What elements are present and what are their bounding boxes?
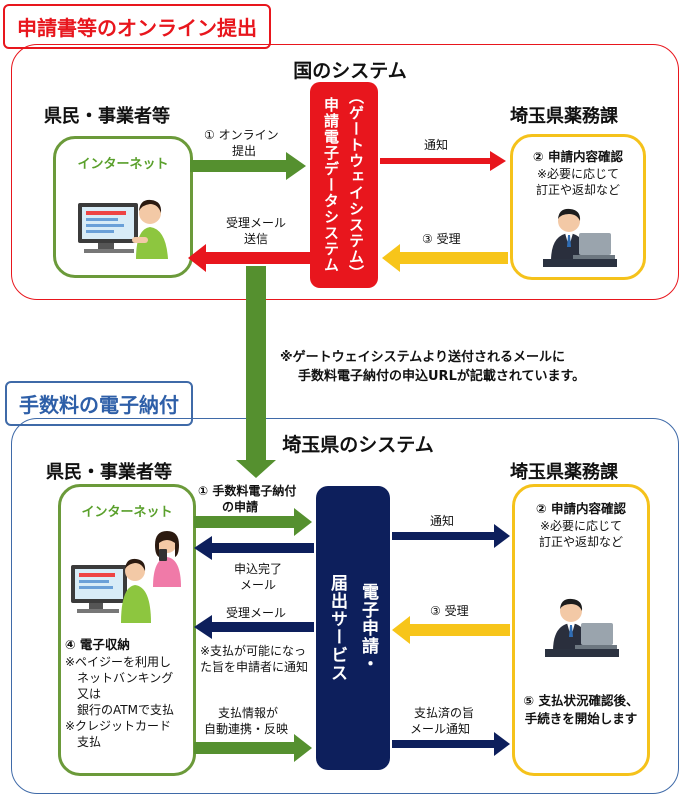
arrow-application-complete-mail — [194, 536, 314, 560]
national-internet-box: インターネット — [53, 136, 193, 278]
arrow-receipt-mail — [188, 244, 310, 272]
national-system-panel — [11, 44, 679, 300]
gateway-system-subtitle: （ゲートウェイシステム） — [347, 89, 365, 281]
national-review-title: ② 申請内容確認 — [533, 149, 623, 164]
label-fee-application-1: ① 手数料電子納付 — [198, 484, 297, 498]
saitama-system-panel — [11, 418, 679, 794]
arrow-accept-mail — [194, 615, 314, 639]
arrow-fee-application — [194, 508, 312, 536]
payment-note1: ※ペイジーを利用し — [65, 655, 172, 669]
saitama-review-note1: ※必要に応じて — [539, 519, 623, 533]
payment-note4: 銀行のATMで支払 — [77, 703, 174, 717]
saitama-system-title: 埼玉県のシステム — [282, 434, 434, 456]
arrow-saitama-notify — [392, 524, 510, 548]
payment-confirm-line2: 手続きを開始します — [524, 711, 638, 726]
national-review-note1: ※必要に応じて — [536, 167, 620, 181]
saitama-internet-box: インターネット ④ 電子収納 ※ペイジーを利用し ネットバンキング 又は 銀行の… — [58, 484, 196, 776]
national-review-box: ② 申請内容確認 ※必要に応じて 訂正や返却など — [510, 134, 646, 280]
note-line1: ※ゲートウェイシステムより送付されるメールに — [280, 350, 565, 365]
arrow-national-receive — [382, 244, 508, 272]
national-right-actor: 埼玉県薬務課 — [510, 106, 618, 127]
arrow-payment-info — [194, 734, 312, 762]
label-payment-info-2: 自動連携・反映 — [204, 722, 289, 736]
label-application-complete-1: 申込完了 — [234, 562, 283, 576]
label-paid-mail-2: メール通知 — [410, 722, 471, 736]
saitama-review-box: ② 申請内容確認 ※必要に応じて 訂正や返却など ⑤ 支払状況確認後、 手続きを… — [512, 484, 650, 776]
arrow-paid-mail — [392, 732, 510, 756]
users-with-devices-icon — [71, 531, 181, 623]
label-application-complete-2: メール — [240, 578, 277, 592]
arrow-national-notify — [380, 151, 506, 171]
saitama-review-note2: 訂正や返却など — [538, 535, 623, 549]
label-receipt-mail-1: 受理メール — [226, 216, 287, 230]
national-review-note2: 訂正や返却など — [535, 183, 620, 197]
staff-at-laptop-icon — [545, 598, 619, 657]
staff-at-laptop-icon — [543, 208, 617, 267]
label-payment-available-2: た旨を申請者に通知 — [200, 660, 309, 674]
payment-note2: ネットバンキング — [77, 671, 174, 685]
payment-confirm-line1: ⑤ 支払状況確認後、 — [523, 693, 639, 708]
national-internet-label: インターネット — [77, 157, 169, 172]
label-national-notify: 通知 — [424, 138, 449, 152]
payment-title: ④ 電子収納 — [65, 637, 130, 652]
national-left-actor: 県民・事業者等 — [44, 106, 170, 127]
label-accept-mail: 受理メール — [226, 606, 287, 620]
label-payment-info-1: 支払情報が — [218, 706, 279, 720]
saitama-left-actor: 県民・事業者等 — [46, 462, 172, 483]
payment-note5: ※クレジットカード — [65, 719, 172, 733]
gateway-system-name: 申請電子データシステム — [322, 97, 340, 273]
label-receipt-mail-2: 送信 — [244, 232, 269, 246]
note-line2: 手数料電子納付の申込URLが記載されています。 — [298, 369, 586, 384]
label-national-receive: ③ 受理 — [422, 232, 461, 246]
label-online-submission-1: ① オンライン — [204, 128, 279, 142]
national-system-title: 国のシステム — [293, 60, 407, 82]
payment-note6: 支払 — [77, 735, 102, 749]
label-payment-available-1: ※支払が可能になっ — [200, 644, 307, 658]
label-paid-mail-1: 支払済の旨 — [414, 706, 475, 720]
saitama-internet-label: インターネット — [81, 505, 173, 520]
arrow-saitama-receive — [392, 616, 510, 644]
label-fee-application-2: の申請 — [222, 500, 259, 514]
section-title-online-submission: 申請書等のオンライン提出 — [3, 4, 271, 49]
payment-note3: 又は — [77, 687, 102, 701]
electronic-application-service-bar: 電子申請・ 届出サービス — [316, 486, 390, 770]
label-saitama-receive: ③ 受理 — [430, 604, 469, 618]
label-saitama-notify: 通知 — [430, 514, 455, 528]
service-name-line2: 届出サービス — [327, 574, 347, 682]
label-online-submission-2: 提出 — [232, 144, 257, 158]
gateway-system-bar: 申請電子データシステム （ゲートウェイシステム） — [310, 82, 378, 288]
service-name-line1: 電子申請・ — [358, 583, 378, 673]
saitama-right-actor: 埼玉県薬務課 — [510, 462, 618, 483]
arrow-online-submission — [190, 152, 306, 180]
person-at-computer-icon — [78, 199, 168, 259]
arrow-to-fee-payment — [236, 266, 276, 478]
saitama-review-title: ② 申請内容確認 — [536, 501, 626, 516]
